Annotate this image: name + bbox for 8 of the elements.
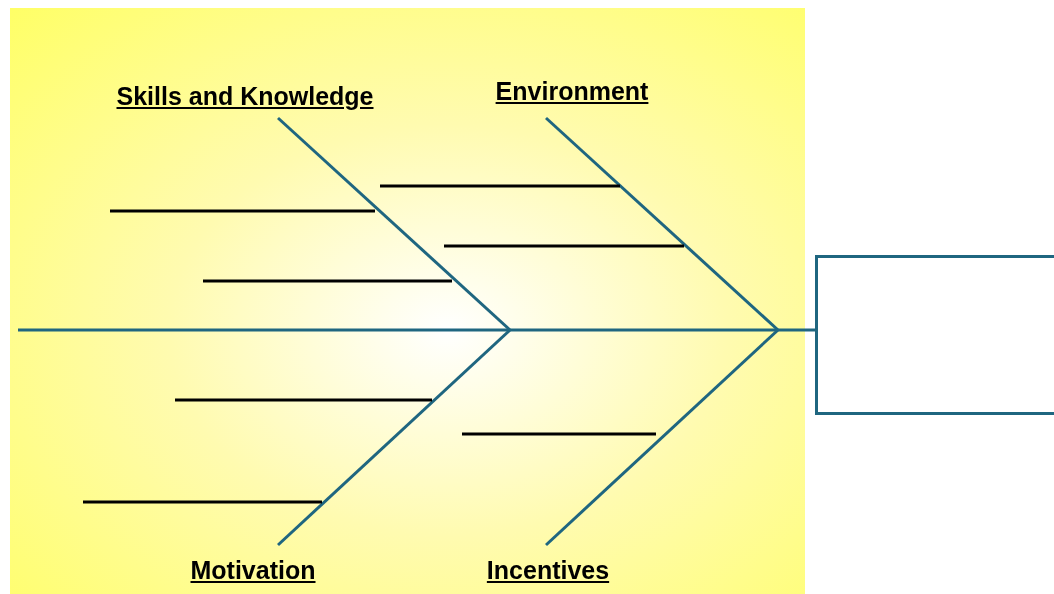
effect-box <box>815 255 1054 415</box>
category-label: Skills and Knowledge <box>116 82 374 111</box>
category-label: Environment <box>495 77 649 106</box>
bone-line <box>277 116 511 332</box>
category-label: Motivation <box>190 556 316 585</box>
category-label: Incentives <box>486 556 610 585</box>
bone-line <box>545 116 779 332</box>
spine-line <box>18 328 815 332</box>
